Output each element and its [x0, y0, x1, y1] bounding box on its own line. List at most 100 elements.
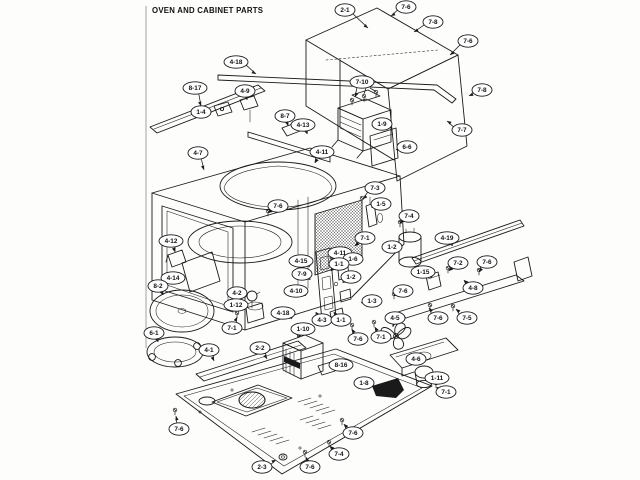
svg-text:7-6: 7-6	[482, 259, 492, 266]
svg-text:7-6: 7-6	[273, 203, 283, 210]
part-callout-1-11-57: 1-11	[424, 371, 450, 385]
svg-text:4-3: 4-3	[317, 317, 327, 324]
part-callout-4-15-26: 4-15	[288, 254, 314, 268]
cushion-pad	[317, 361, 336, 376]
part-callout-8-16-55: 8-16	[328, 358, 354, 372]
svg-text:7-6: 7-6	[353, 336, 363, 343]
svg-text:1-6: 1-6	[348, 256, 358, 263]
part-callout-1-4-10: 1-4	[190, 105, 212, 119]
svg-text:1-2: 1-2	[346, 274, 356, 281]
part-callout-1-1-27: 1-1	[328, 257, 350, 272]
page-title: OVEN AND CABINET PARTS	[152, 6, 263, 15]
svg-text:7-6: 7-6	[348, 430, 358, 437]
svg-text:4-13: 4-13	[297, 122, 310, 129]
part-callout-4-1-54: 4-1	[198, 343, 220, 362]
svg-text:6-6: 6-6	[402, 144, 412, 151]
svg-text:1-11: 1-11	[431, 375, 444, 382]
part-callout-8-17-8: 8-17	[182, 81, 208, 107]
svg-text:1-2: 1-2	[387, 244, 397, 251]
part-callout-7-2-28: 7-2	[447, 256, 469, 272]
svg-text:1-12: 1-12	[230, 302, 243, 309]
part-callout-7-1-21: 7-1	[354, 231, 376, 247]
part-callout-7-9-31: 7-9	[291, 267, 313, 281]
left-brackets	[165, 249, 221, 293]
svg-text:7-6: 7-6	[433, 315, 443, 322]
svg-text:7-6: 7-6	[174, 426, 184, 433]
part-callout-2-2-53: 2-2	[249, 341, 271, 360]
svg-text:1-8: 1-8	[359, 380, 369, 387]
part-callout-1-2-32: 1-2	[340, 270, 362, 284]
svg-text:1-15: 1-15	[417, 269, 430, 276]
part-callout-7-6-61: 7-6	[342, 423, 364, 440]
part-callout-7-6-60: 7-6	[168, 415, 190, 436]
part-callout-4-12-36: 4-12	[158, 234, 184, 253]
part-callout-7-10-6: 7-10	[349, 75, 375, 98]
part-callout-6-1-50: 6-1	[143, 326, 165, 343]
svg-text:7-6: 7-6	[401, 4, 411, 11]
part-callout-1-12-41: 1-12	[223, 298, 249, 312]
svg-text:8-2: 8-2	[153, 283, 163, 290]
svg-text:4-18: 4-18	[277, 310, 290, 317]
svg-text:7-9: 7-9	[297, 271, 307, 278]
svg-text:7-1: 7-1	[441, 389, 451, 396]
base-plate	[175, 348, 433, 475]
trim-strips	[149, 74, 457, 163]
svg-text:8-7: 8-7	[280, 113, 290, 120]
svg-text:4-1: 4-1	[204, 347, 214, 354]
part-callout-7-6-51: 7-6	[347, 328, 369, 346]
svg-text:7-8: 7-8	[477, 87, 487, 94]
svg-text:7-1: 7-1	[227, 325, 237, 332]
svg-text:1-9: 1-9	[377, 121, 387, 128]
svg-text:4-8: 4-8	[468, 285, 478, 292]
part-callout-4-2-39: 4-2	[226, 286, 248, 300]
svg-text:1-5: 1-5	[376, 201, 386, 208]
part-callout-4-7-15: 4-7	[187, 146, 209, 171]
svg-text:7-6: 7-6	[398, 288, 408, 295]
cabinet-wrap	[305, 7, 468, 182]
part-callout-7-3-17: 7-3	[362, 181, 386, 200]
svg-text:8-17: 8-17	[189, 85, 202, 92]
part-callout-6-6-14: 6-6	[395, 140, 418, 154]
svg-text:7-10: 7-10	[356, 79, 369, 86]
part-callout-7-8-2: 7-8	[413, 15, 444, 33]
svg-text:4-12: 4-12	[165, 238, 178, 245]
part-callout-4-10-33: 4-10	[283, 284, 309, 298]
svg-text:7-6: 7-6	[305, 464, 315, 471]
part-callout-1-9-13: 1-9	[371, 117, 393, 131]
svg-text:7-6: 7-6	[463, 38, 473, 45]
waveguide-panel	[369, 127, 399, 167]
part-callout-7-6-44: 7-6	[427, 307, 449, 325]
part-callout-4-19-22: 4-19	[434, 231, 460, 247]
svg-text:2-1: 2-1	[340, 7, 350, 14]
base-foot	[278, 453, 288, 461]
part-callout-4-5-45: 4-5	[384, 311, 406, 328]
mounting-screws-7-10	[349, 87, 379, 106]
part-callout-8-7-11: 8-7	[274, 109, 296, 127]
part-callout-4-8-35: 4-8	[462, 279, 484, 295]
svg-text:1-10: 1-10	[297, 326, 310, 333]
part-callout-7-4-62: 7-4	[328, 445, 350, 461]
part-callout-7-6-19: 7-6	[267, 199, 289, 214]
part-callout-4-9-9: 4-9	[234, 84, 256, 101]
part-callout-2-3-63: 2-3	[251, 459, 277, 474]
svg-text:2-2: 2-2	[255, 345, 265, 352]
svg-text:8-16: 8-16	[335, 362, 348, 369]
part-callout-7-1-59: 7-1	[435, 385, 457, 399]
part-callout-1-2-23: 1-2	[381, 240, 403, 254]
svg-text:4-5: 4-5	[390, 315, 400, 322]
hv-capacitor	[398, 227, 422, 268]
svg-text:1-1: 1-1	[336, 317, 346, 324]
svg-text:7-4: 7-4	[334, 451, 344, 458]
svg-text:7-1: 7-1	[376, 334, 386, 341]
svg-text:1-3: 1-3	[367, 298, 377, 305]
svg-text:4-11: 4-11	[334, 250, 347, 257]
svg-text:7-1: 7-1	[360, 235, 370, 242]
svg-text:4-11: 4-11	[316, 149, 329, 156]
svg-text:7-7: 7-7	[457, 127, 467, 134]
svg-text:4-15: 4-15	[295, 258, 308, 265]
part-callout-1-10-49: 1-10	[290, 322, 316, 339]
part-callout-4-3-46: 4-3	[311, 312, 333, 327]
part-callout-7-5-43: 7-5	[455, 308, 478, 325]
